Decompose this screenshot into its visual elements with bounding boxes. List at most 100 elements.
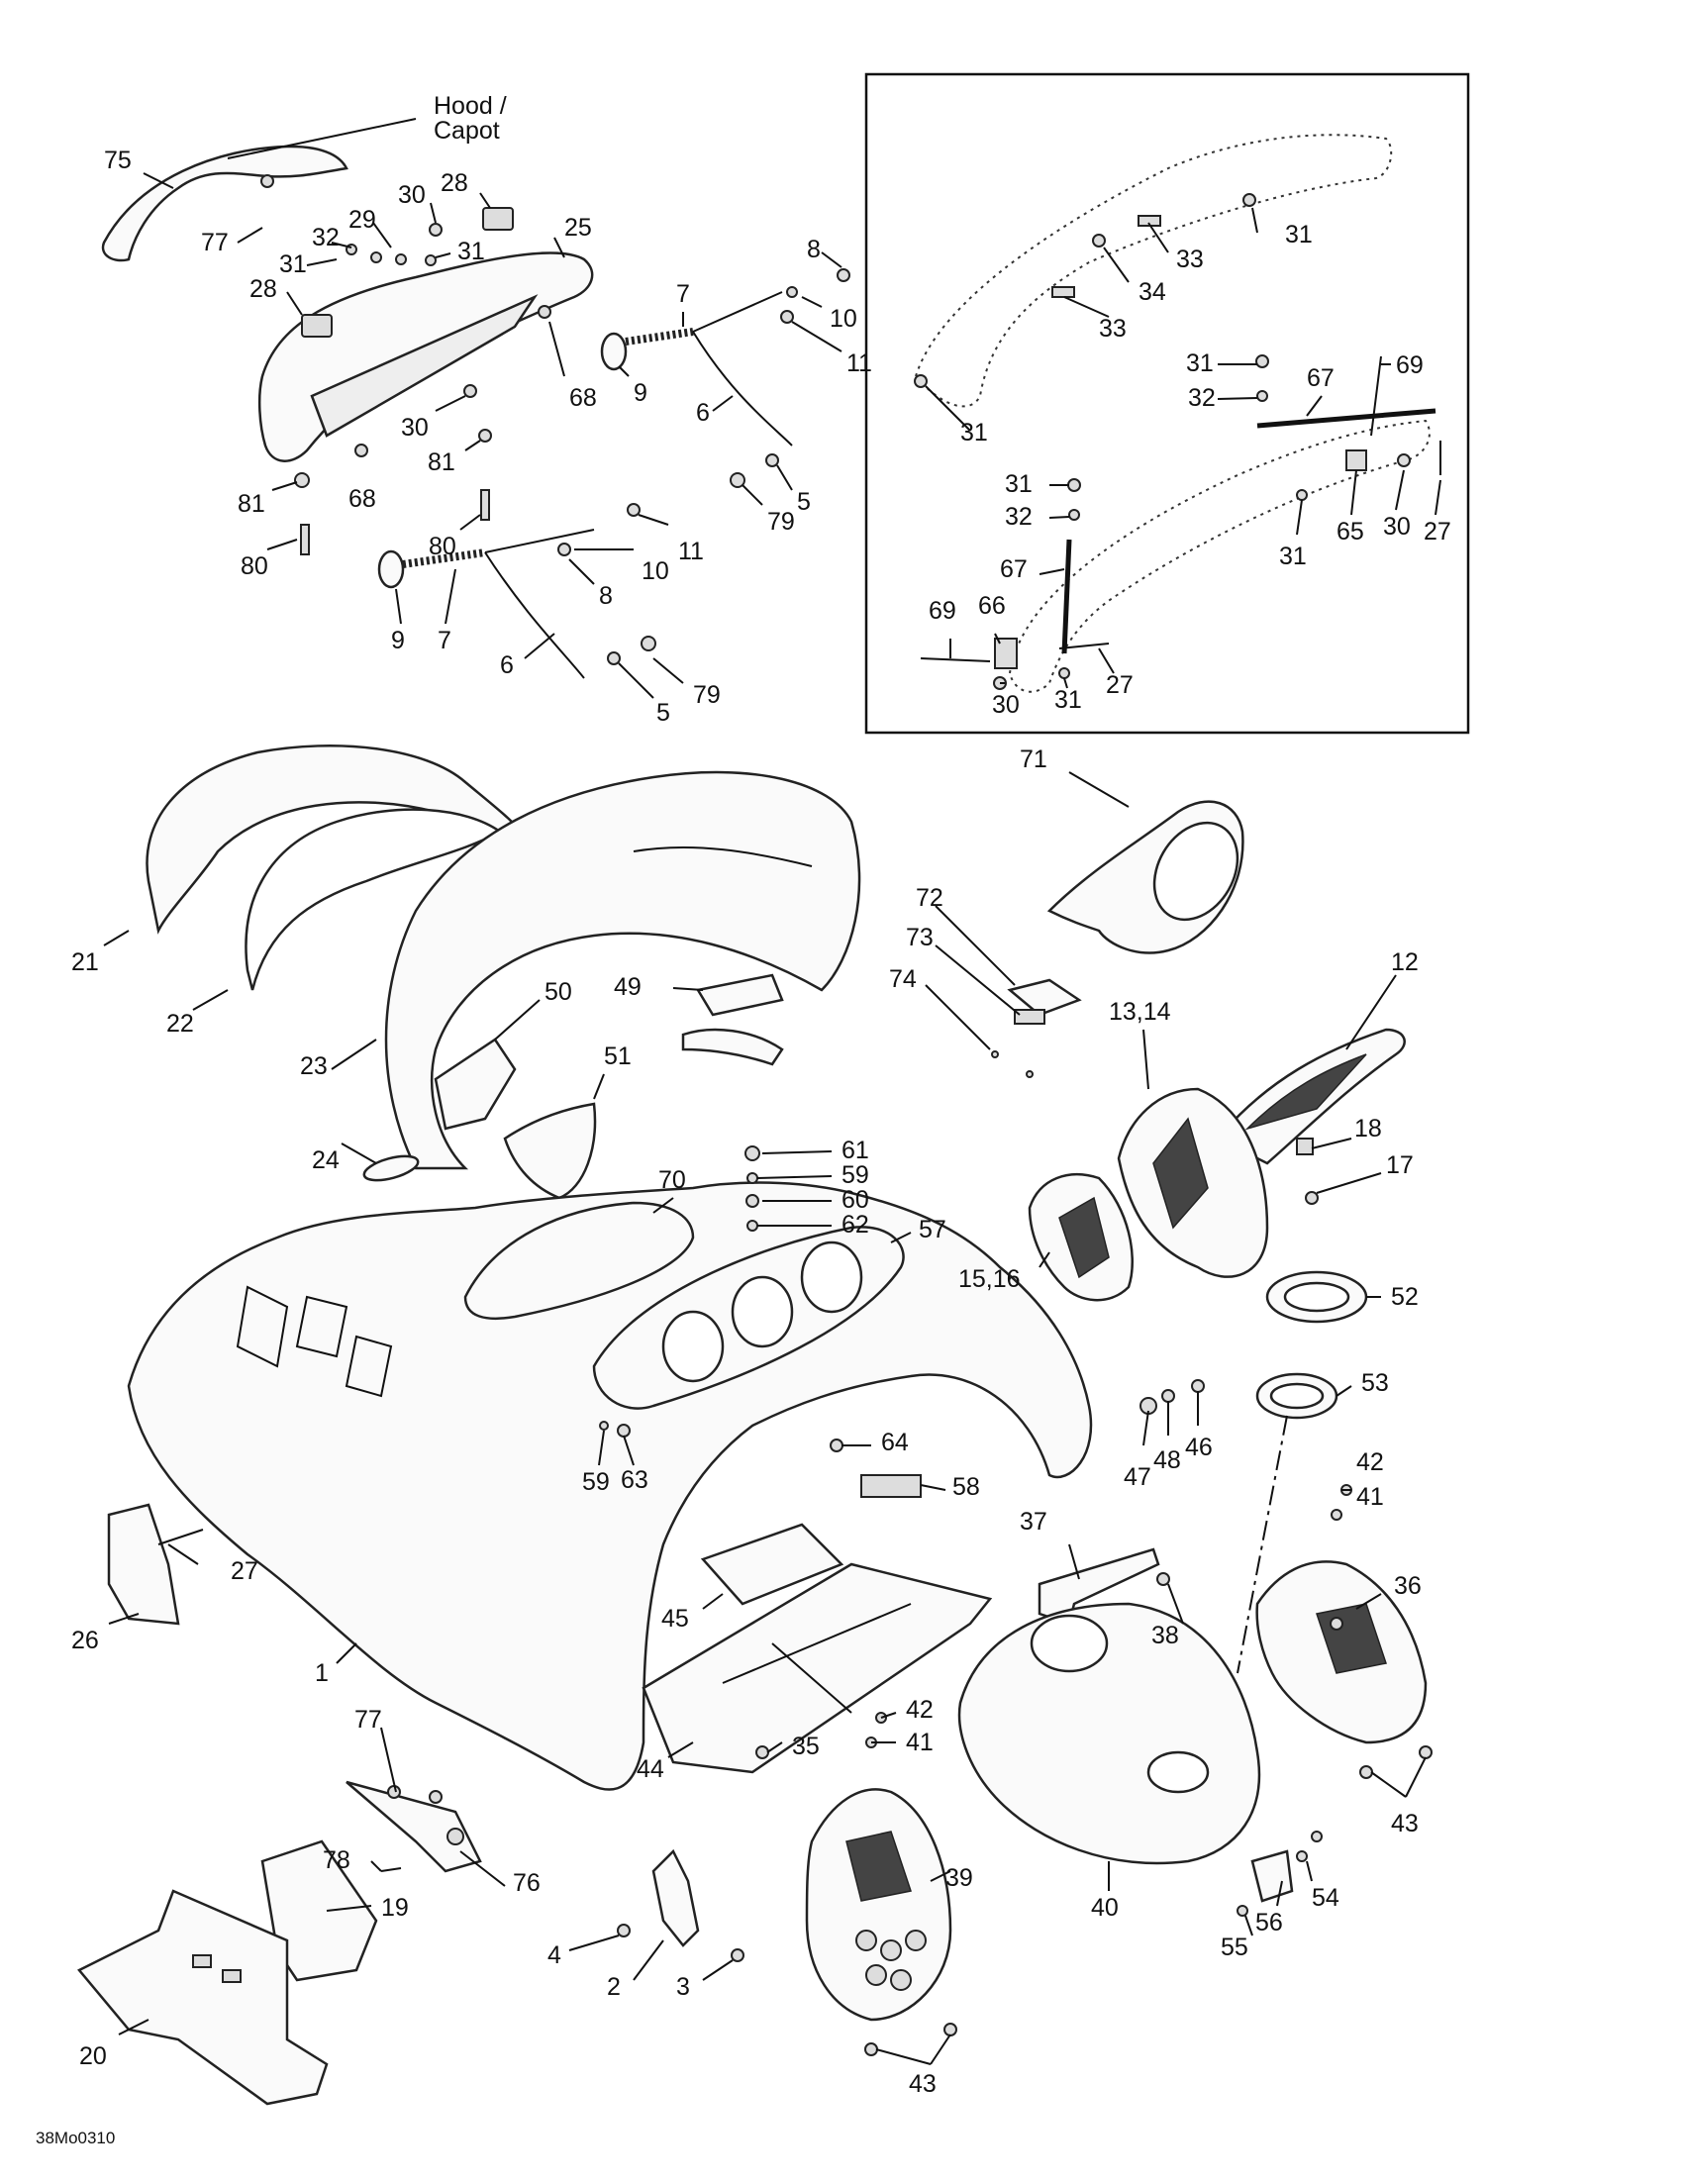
part-39-hole [890,1969,912,1991]
callout-61: 61 [842,1137,869,1164]
part-48-washer [1161,1389,1175,1403]
gauge [800,1241,863,1314]
callout-31: 31 [960,419,988,447]
part-12-grille [1244,1053,1367,1131]
callout-27: 27 [1424,518,1451,546]
part-67-rod [1256,408,1436,429]
callout-66: 66 [978,592,1006,620]
mirror-and-vents [991,800,1406,1302]
callout-55: 55 [1221,1934,1248,1961]
callout-19: 19 [381,1894,409,1922]
callout-3: 3 [676,1973,690,2001]
part-25-frame-web [310,294,539,438]
part-66-bracket [994,638,1018,669]
callout-40: 40 [1091,1894,1119,1922]
part-54-screw [1296,1850,1308,1862]
callout-68: 68 [569,384,597,412]
part-62-washer [746,1220,758,1232]
lower-parts [77,1270,1433,2106]
part-69-pin [920,657,991,662]
part-72-mount [1007,978,1082,1017]
part-78-pin [380,1867,402,1872]
callout-24: 24 [312,1146,340,1174]
body-side-vent [345,1335,393,1398]
callout-9: 9 [391,627,405,654]
callout-17: 17 [1386,1151,1414,1179]
callout-78: 78 [323,1846,350,1874]
body-shell [127,1145,1093,1791]
part-60-grommet [745,1194,759,1208]
part-55-washer [1237,1905,1248,1917]
part-37-bracket [1038,1547,1160,1626]
callout-labels: 75 77 32 29 30 28 25 31 31 28 68 30 81 8… [71,147,1451,2098]
callout-11: 11 [678,538,704,565]
part-11-washer [780,310,794,324]
callout-37: 37 [1020,1508,1047,1536]
callout-53: 53 [1361,1369,1389,1397]
part-41-washer [1331,1509,1342,1521]
inset-upper-bracket [914,134,1393,408]
part-29-rivet [395,253,407,265]
callout-60: 60 [842,1186,869,1214]
callout-63: 63 [621,1466,648,1494]
callout-27: 27 [231,1557,258,1585]
callout-32: 32 [1005,503,1033,531]
part-4-washer [617,1924,631,1937]
callout-30: 30 [401,414,429,442]
part-23-liner-detail [633,845,813,867]
callout-56: 56 [1255,1909,1283,1936]
part-52-ring-inner [1283,1281,1350,1313]
part-43-rivet [943,2023,957,2036]
callout-67: 67 [1000,555,1028,583]
part-18-clip [1296,1138,1314,1155]
part-49-bracket [696,973,784,1017]
part-30-screw [429,223,443,237]
part-51-trim-lower [681,1028,784,1066]
part-1-body [127,1181,1093,1791]
callout-15-16: 15,16 [958,1265,1021,1293]
part-43-rivet [1419,1745,1433,1759]
callout-46: 46 [1185,1434,1213,1461]
callout-27: 27 [1106,671,1134,699]
part-43-rivet [864,2042,878,2056]
part-39-hole [855,1930,877,1951]
callout-44: 44 [637,1755,664,1783]
part-50-bracket [434,1038,517,1131]
callout-77: 77 [354,1706,382,1734]
part-7-spring [402,548,486,568]
part-17-screw [1305,1191,1319,1205]
part-39-grille [845,1831,912,1902]
callout-32: 32 [1188,384,1216,412]
callout-9: 9 [634,379,647,407]
inset-frame [864,72,1470,735]
part-9-ring [377,549,405,589]
part-46-nut [1191,1379,1205,1393]
part-61-cap [744,1145,760,1161]
part-69-pin [1370,355,1382,437]
part-81-washer [478,429,492,443]
callout-69: 69 [929,597,956,625]
callout-30: 30 [1383,513,1411,541]
body-side-vent [236,1285,289,1368]
callout-76: 76 [513,1869,541,1897]
part-59-screw [746,1172,758,1184]
gauge [661,1310,725,1383]
callout-41: 41 [906,1729,934,1756]
callout-42: 42 [1356,1448,1384,1476]
callout-41: 41 [1356,1483,1384,1511]
callout-81: 81 [238,490,265,518]
part-33-spacer [1051,286,1075,298]
callout-5: 5 [656,699,670,727]
callout-74: 74 [889,965,917,993]
part-6-cable [484,551,585,679]
part-44-tray-rib [722,1603,912,1684]
hood-label-line1: Hood / [434,92,507,120]
callout-31: 31 [1285,221,1313,248]
callout-68: 68 [348,485,376,513]
part-53-gasket-inner [1269,1382,1325,1410]
callout-38: 38 [1151,1622,1179,1649]
callout-32: 32 [312,224,340,251]
part-20-slot [192,1954,212,1968]
callout-8: 8 [807,236,821,263]
